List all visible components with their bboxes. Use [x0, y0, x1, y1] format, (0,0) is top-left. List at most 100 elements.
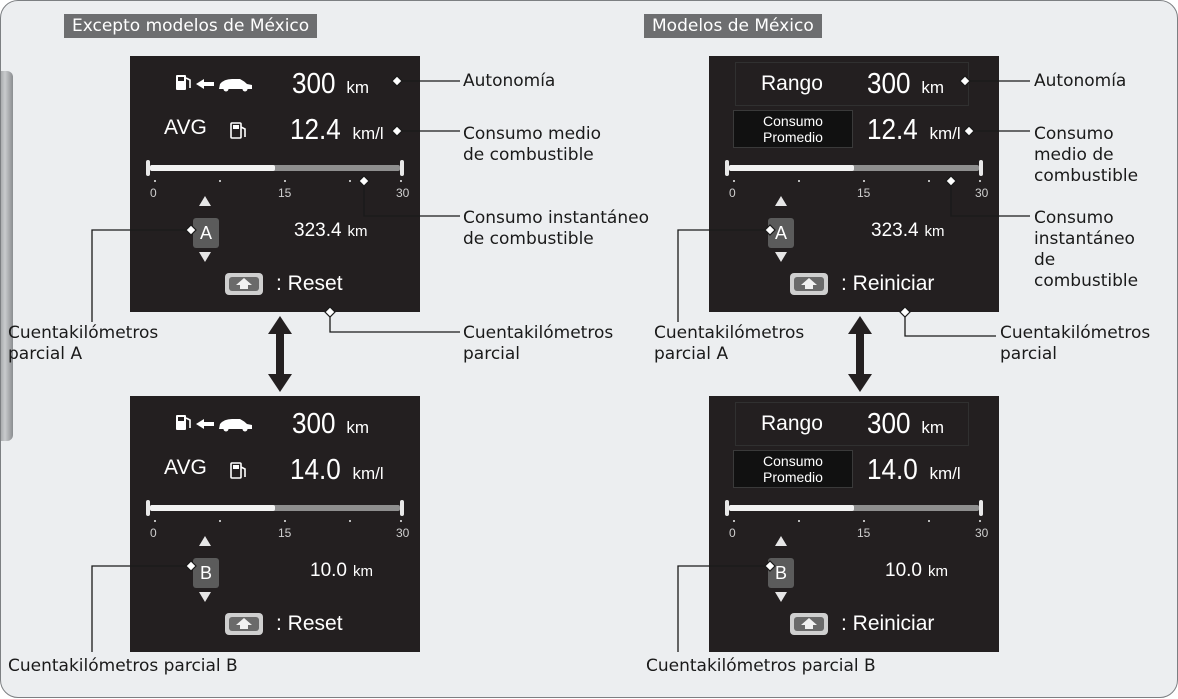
- fuel-pump-icon: [230, 462, 246, 479]
- avg-unit: km/l: [352, 124, 384, 143]
- callout-range: Autonomía: [463, 71, 556, 91]
- arrow-up-icon: [199, 536, 211, 546]
- range-unit: km: [346, 418, 370, 437]
- trip-a-value: 323.4: [294, 220, 342, 241]
- callout-line: medio de: [1034, 145, 1114, 165]
- fuel-to-car-icon: [176, 415, 252, 432]
- double-arrow-icon: [848, 316, 872, 392]
- callout-line: Consumo: [1034, 208, 1114, 228]
- range-label: Rango: [761, 412, 823, 435]
- scale-label-min: 0: [729, 526, 736, 540]
- arrow-down-icon: [775, 592, 787, 602]
- scale-label-max: 30: [975, 526, 989, 540]
- avg-label-line1: Consumo: [763, 453, 823, 469]
- callout-trip-b: Cuentakilómetros parcial B: [8, 656, 238, 676]
- avg-value: 14.0: [290, 454, 341, 486]
- callout-line: Consumo medio: [463, 124, 601, 144]
- callout-line: parcial: [1000, 344, 1058, 364]
- callout-line: instantáneo: [1034, 229, 1135, 249]
- fuel-to-car-icon: [176, 75, 252, 92]
- callout-line: de: [1034, 250, 1056, 270]
- arrow-down-icon: [775, 252, 787, 262]
- range-label: Rango: [761, 72, 823, 95]
- arrow-down-icon: [199, 252, 211, 262]
- range-unit: km: [921, 418, 945, 437]
- callout-line: parcial: [463, 344, 521, 364]
- arrow-up-icon: [775, 196, 787, 206]
- callout-line: Cuentakilómetros: [1000, 323, 1151, 343]
- scale-label-mid: 15: [278, 186, 292, 200]
- callout-line: Cuentakilómetros: [463, 323, 614, 343]
- arrow-down-icon: [199, 592, 211, 602]
- range-value: 300: [867, 68, 911, 100]
- callout-line: Consumo instantáneo: [463, 208, 649, 228]
- range-frame: [735, 62, 969, 106]
- trip-b-unit: km: [352, 563, 373, 580]
- reset-label: : Reiniciar: [841, 612, 935, 635]
- steering-button-icon: [790, 613, 828, 635]
- avg-value: 12.4: [290, 114, 341, 146]
- avg-label-line1: Consumo: [763, 113, 823, 129]
- callout-line: de combustible: [463, 145, 594, 165]
- trip-a-unit: km: [924, 223, 945, 240]
- scale-label-mid: 15: [857, 526, 871, 540]
- double-arrow-icon: [268, 316, 292, 392]
- scale-label-mid: 15: [278, 526, 292, 540]
- avg-unit: km/l: [352, 464, 384, 483]
- callout-line: parcial A: [8, 344, 83, 364]
- callout-line: de combustible: [463, 229, 594, 249]
- section-tag-left: Excepto modelos de México: [64, 14, 318, 38]
- callout-line: Consumo: [1034, 124, 1114, 144]
- callout-trip-b: Cuentakilómetros parcial B: [646, 656, 876, 676]
- trip-b-unit: km: [927, 563, 948, 580]
- callout-line: Cuentakilómetros: [8, 323, 159, 343]
- trip-selector-a: A: [193, 218, 219, 248]
- avg-unit: km/l: [929, 464, 961, 483]
- range-unit: km: [921, 78, 945, 97]
- trip-selector-a: A: [768, 218, 794, 248]
- instant-fuel-bar: [725, 160, 983, 176]
- avg-unit: km/l: [929, 124, 961, 143]
- scale-label-min: 0: [150, 526, 157, 540]
- reset-label: : Reiniciar: [841, 272, 935, 295]
- section-tag-right: Modelos de México: [644, 14, 822, 38]
- reset-label: : Reset: [276, 272, 343, 295]
- trip-b-value: 10.0: [310, 560, 347, 581]
- instant-fuel-bar: [725, 500, 983, 516]
- range-unit: km: [346, 78, 370, 97]
- callout-line: Cuentakilómetros: [654, 323, 805, 343]
- range-value: 300: [867, 408, 911, 440]
- steering-button-icon: [225, 613, 263, 635]
- avg-label-line2: Promedio: [763, 129, 823, 145]
- instant-fuel-bar: [146, 500, 404, 516]
- scale-label-max: 30: [975, 186, 989, 200]
- trip-a-value: 323.4: [871, 220, 919, 241]
- avg-label: AVG: [164, 456, 207, 479]
- range-value: 300: [292, 68, 336, 100]
- range-value: 300: [292, 408, 336, 440]
- scale-label-max: 30: [396, 526, 410, 540]
- avg-label: AVG: [164, 116, 207, 139]
- scale-label-mid: 15: [857, 186, 871, 200]
- callout-range: Autonomía: [1034, 71, 1127, 91]
- trip-b-value: 10.0: [885, 560, 922, 581]
- instant-fuel-bar: [146, 160, 404, 176]
- arrow-up-icon: [199, 196, 211, 206]
- avg-value: 14.0: [867, 454, 918, 486]
- scale-label-min: 0: [150, 186, 157, 200]
- callout-line: parcial A: [654, 344, 729, 364]
- trip-selector-b: B: [193, 558, 219, 588]
- trip-a-unit: km: [347, 223, 368, 240]
- scale-label-min: 0: [729, 186, 736, 200]
- steering-button-icon: [225, 273, 263, 295]
